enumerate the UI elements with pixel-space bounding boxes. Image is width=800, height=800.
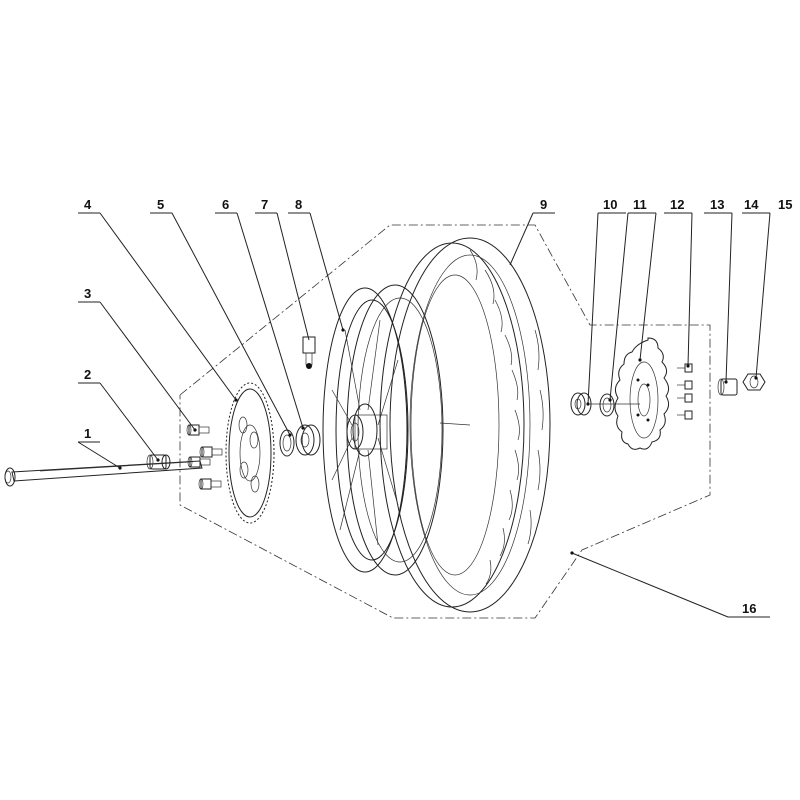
part-13-disc-bolts [677, 363, 693, 420]
leader-lines [77, 212, 771, 618]
callout-7: 7 [261, 197, 268, 212]
part-14-collar [717, 378, 738, 396]
callout-4: 4 [84, 197, 92, 212]
assembly-boundary [179, 224, 711, 619]
part-8-rim [322, 284, 444, 576]
callout-labels: 1 2 3 4 5 6 7 8 9 10 11 12 13 14 15 16 [84, 197, 792, 616]
callout-15: 15 [778, 197, 792, 212]
part-15-axle-nut [742, 373, 766, 391]
part-12-brake-disc [614, 337, 670, 450]
callout-3: 3 [84, 286, 91, 301]
part-9-tyre [379, 237, 551, 613]
part-5-seal [279, 429, 295, 457]
part-7-valve [302, 336, 316, 369]
callout-13: 13 [710, 197, 724, 212]
callout-12: 12 [670, 197, 684, 212]
callout-14: 14 [744, 197, 759, 212]
part-1-axle [4, 460, 203, 487]
callout-1: 1 [84, 426, 91, 441]
part-4-sprocket [225, 382, 275, 524]
callout-9: 9 [540, 197, 547, 212]
callout-5: 5 [157, 197, 164, 212]
part-6-bearing [295, 424, 321, 456]
callout-16: 16 [742, 601, 756, 616]
part-3-sprocket-bolts [186, 424, 223, 490]
callout-2: 2 [84, 367, 91, 382]
part-10-bearing [570, 392, 592, 416]
callout-8: 8 [295, 197, 302, 212]
callout-6: 6 [222, 197, 229, 212]
part-2-spacer [146, 454, 171, 470]
callout-11: 11 [633, 197, 647, 212]
part-11-seal [599, 393, 615, 417]
callout-10: 10 [603, 197, 617, 212]
